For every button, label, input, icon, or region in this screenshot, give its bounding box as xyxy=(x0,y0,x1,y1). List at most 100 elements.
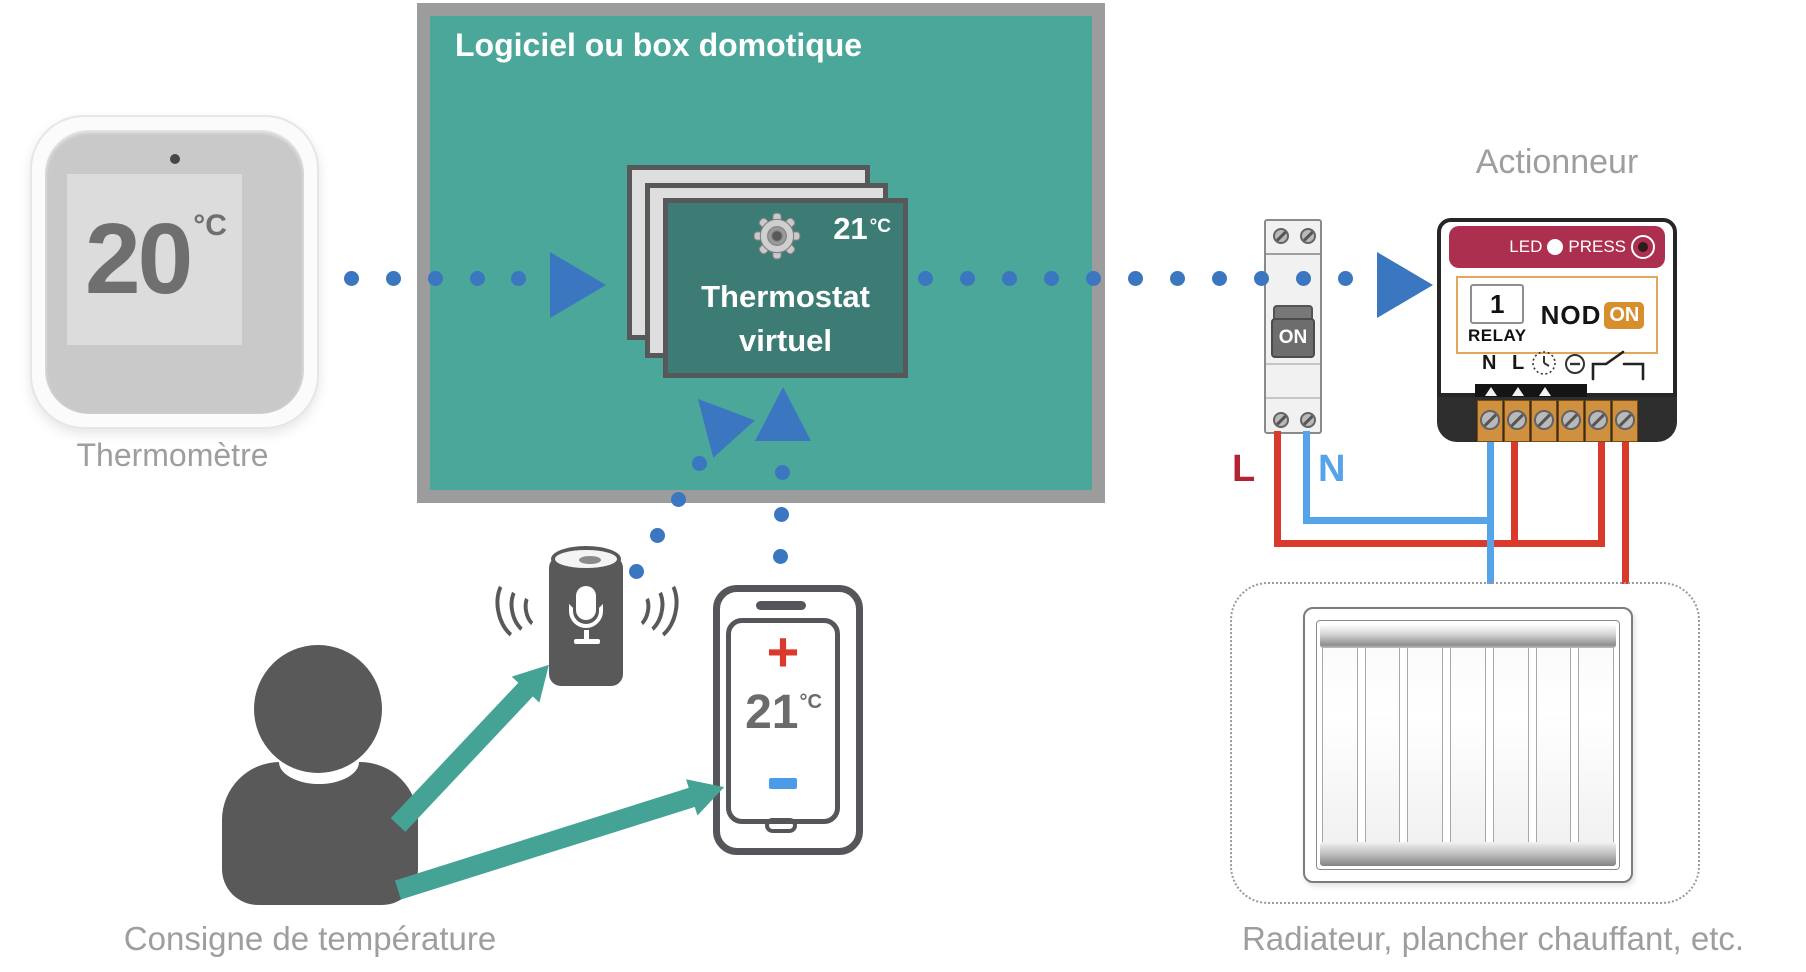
terminal-block xyxy=(1477,400,1503,442)
wire-live xyxy=(1274,540,1605,547)
phone-temperature: 21°C xyxy=(731,685,835,740)
temperature-unit: °C xyxy=(193,208,227,242)
dot xyxy=(1254,271,1269,286)
terminal-screw-icon xyxy=(1615,410,1635,430)
actuator-terminal-housing xyxy=(1437,392,1677,442)
radiator-fin xyxy=(1450,637,1486,855)
phone-temperature-value: 21 xyxy=(745,686,799,739)
terminal-screw-icon xyxy=(1561,410,1581,430)
dot xyxy=(918,271,933,286)
radiator-fin xyxy=(1407,637,1444,855)
dot xyxy=(1170,271,1185,286)
breaker-screw-icon xyxy=(1273,228,1289,244)
dot xyxy=(428,271,443,286)
nodon-logo-nod: NOD xyxy=(1540,299,1602,330)
radiator-bottom-bar xyxy=(1320,842,1616,866)
dot xyxy=(470,271,485,286)
thermostat-card: 21°C Thermostat virtuel xyxy=(663,198,908,378)
breaker-switch: ON xyxy=(1271,318,1315,358)
press-label: PRESS xyxy=(1568,237,1626,256)
card-title-line1: Thermostat xyxy=(701,279,870,314)
terminal-screw-icon xyxy=(1588,410,1608,430)
dot xyxy=(629,564,644,579)
card-temperature-value: 21 xyxy=(833,211,868,246)
actuator-device: LED PRESS 1 RELAY NOD ON N L xyxy=(1437,218,1677,442)
dot xyxy=(692,456,707,471)
teal-arrow-voice xyxy=(390,651,563,832)
card-title: Thermostat virtuel xyxy=(668,275,903,363)
dot xyxy=(511,271,526,286)
dot xyxy=(650,528,665,543)
radiator-fin xyxy=(1492,637,1529,855)
nodon-logo-on: ON xyxy=(1604,301,1645,329)
microphone-stem xyxy=(584,630,589,639)
temperature-value: 20 xyxy=(85,203,193,315)
speaker-top xyxy=(551,546,621,572)
dot xyxy=(1044,271,1059,286)
terminal-block xyxy=(1612,400,1638,442)
neutral-label: N xyxy=(1318,448,1346,490)
terminal-arrow-icon xyxy=(1512,387,1524,396)
breaker-screw-icon xyxy=(1273,412,1289,428)
speaker-hole xyxy=(579,556,601,564)
phone-speaker-slot xyxy=(756,601,806,610)
live-label: L xyxy=(1232,448,1256,490)
dot xyxy=(1296,271,1311,286)
teal-arrow-phone xyxy=(394,769,730,900)
card-title-line2: virtuel xyxy=(738,323,833,358)
dot xyxy=(344,271,359,286)
terminal-label-l: L xyxy=(1512,352,1525,374)
arrow-up-icon xyxy=(755,387,811,441)
radiator-label: Radiateur, plancher chauffant, etc. xyxy=(1241,920,1745,957)
dot xyxy=(671,492,686,507)
arrow-right-icon xyxy=(550,252,606,318)
home-button xyxy=(765,818,797,833)
breaker-top-section xyxy=(1266,221,1320,255)
wire-live xyxy=(1511,438,1518,543)
relay-label: RELAY xyxy=(1468,326,1527,345)
dot xyxy=(960,271,975,286)
breaker-divider xyxy=(1266,397,1320,399)
clock-icon xyxy=(1532,351,1556,375)
dot xyxy=(773,549,788,564)
minus-circle-icon xyxy=(1565,354,1585,374)
microphone-base xyxy=(574,639,600,644)
led-band: LED PRESS xyxy=(1449,226,1665,268)
plus-icon: + xyxy=(766,620,800,683)
breaker-screw-icon xyxy=(1300,412,1316,428)
terminal-screw-icon xyxy=(1480,410,1500,430)
wire-live xyxy=(1274,431,1281,547)
switch-contact-icon xyxy=(1591,350,1645,381)
dot xyxy=(1128,271,1143,286)
breaker-divider xyxy=(1266,363,1320,365)
radiator-top-bar xyxy=(1320,624,1616,648)
phone-screen: + 21°C xyxy=(726,618,840,824)
dot xyxy=(1086,271,1101,286)
radiator-fin xyxy=(1364,637,1401,855)
wire-neutral xyxy=(1303,431,1310,524)
wire-live xyxy=(1598,438,1605,543)
breaker-screw-icon xyxy=(1300,228,1316,244)
actuator-label: Actionneur xyxy=(1475,143,1639,181)
person-body xyxy=(222,762,418,905)
terminal-screw-icon xyxy=(1534,410,1554,430)
terminal-arrow-icon xyxy=(1485,387,1497,396)
relay-box: 1 RELAY xyxy=(1468,284,1527,346)
arrow-right-icon xyxy=(1377,252,1433,318)
relay-number: 1 xyxy=(1470,284,1525,324)
terminal-block xyxy=(1585,400,1611,442)
card-temperature-unit: °C xyxy=(869,216,891,237)
circuit-breaker: ON xyxy=(1264,219,1322,434)
press-button-icon xyxy=(1631,235,1655,259)
terminal-strip xyxy=(1475,384,1587,397)
nodon-logo: NOD ON xyxy=(1541,300,1645,331)
dot xyxy=(1212,271,1227,286)
domotic-box-title: Logiciel ou box domotique xyxy=(455,27,863,63)
radiator-fin xyxy=(1578,637,1615,855)
radiator-panel xyxy=(1316,620,1620,870)
sound-wave-icon xyxy=(489,569,549,647)
radiator xyxy=(1303,607,1633,883)
smartphone: + 21°C xyxy=(713,585,863,855)
terminal-block xyxy=(1504,400,1530,442)
